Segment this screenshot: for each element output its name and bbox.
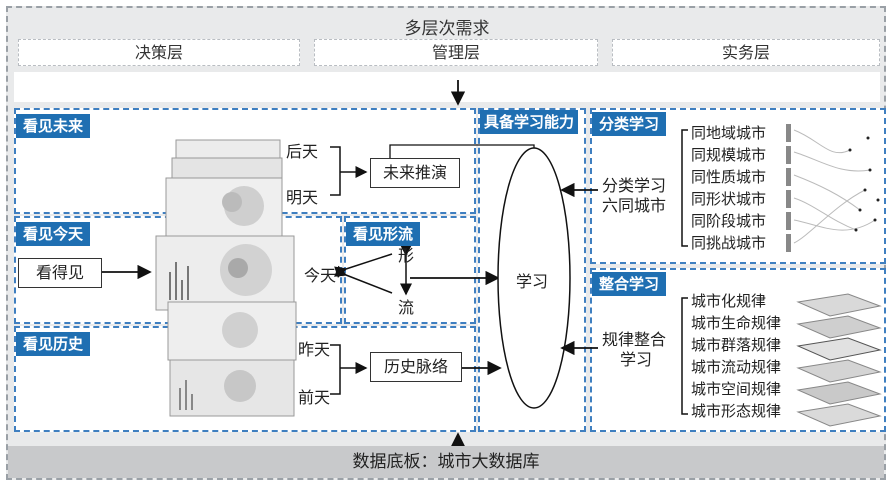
label-today: 今天	[304, 266, 337, 285]
integrate-item: 城市化规律	[691, 292, 767, 310]
integrate-item: 城市形态规律	[691, 402, 782, 420]
classify-item: 同阶段城市	[691, 212, 767, 230]
integrate-label-line1: 规律整合	[602, 330, 667, 349]
integrate-layers-graphic	[796, 293, 882, 427]
integrate-label-line2: 学习	[620, 350, 653, 369]
data-foundation-bar: 数据底板：城市大数据库	[8, 446, 884, 478]
classify-item: 同性质城市	[691, 168, 767, 186]
classify-label-line1: 分类学习	[602, 176, 667, 195]
classify-item: 同规模城市	[691, 146, 767, 164]
box-history-context: 历史脉络	[370, 352, 462, 382]
future-screenshots	[165, 139, 283, 241]
tag-integrate: 整合学习	[592, 272, 667, 296]
integrate-item: 城市群落规律	[691, 336, 782, 354]
integrate-item: 城市空间规律	[691, 380, 782, 398]
layer-management: 管理层	[314, 39, 598, 66]
tag-see-flow: 看见形流	[346, 222, 421, 246]
classify-bars	[786, 124, 791, 252]
label-form: 形	[398, 246, 415, 265]
label-day-after-tomorrow: 后天	[286, 142, 319, 161]
tag-see-today: 看见今天	[16, 222, 91, 246]
tag-learning-ability: 具备学习能力	[480, 110, 579, 134]
classify-label-line2: 六同城市	[602, 196, 667, 215]
label-yesterday: 昨天	[298, 340, 331, 359]
classify-item: 同形状城市	[691, 190, 767, 208]
box-visible: 看得见	[18, 258, 102, 288]
top-white-band	[14, 72, 880, 102]
top-title: 多层次需求	[404, 19, 490, 39]
classify-dots	[848, 136, 880, 232]
classify-item: 同挑战城市	[691, 234, 767, 252]
classify-network-graphic	[793, 129, 876, 244]
label-tomorrow: 明天	[286, 188, 319, 207]
box-future-projection: 未来推演	[370, 158, 460, 188]
today-screenshot	[155, 235, 295, 311]
history-screenshots	[167, 301, 297, 417]
label-day-before-yesterday: 前天	[298, 388, 331, 407]
label-flow: 流	[398, 298, 415, 317]
integrate-item: 城市生命规律	[691, 314, 782, 332]
tag-see-future: 看见未来	[16, 114, 91, 138]
tag-see-history: 看见历史	[16, 332, 91, 356]
classify-item: 同地域城市	[691, 124, 767, 142]
label-learning: 学习	[516, 272, 549, 291]
integrate-item: 城市流动规律	[691, 358, 782, 376]
layer-decision: 决策层	[18, 39, 300, 66]
tag-classify: 分类学习	[592, 112, 667, 136]
layer-practice: 实务层	[612, 39, 880, 66]
